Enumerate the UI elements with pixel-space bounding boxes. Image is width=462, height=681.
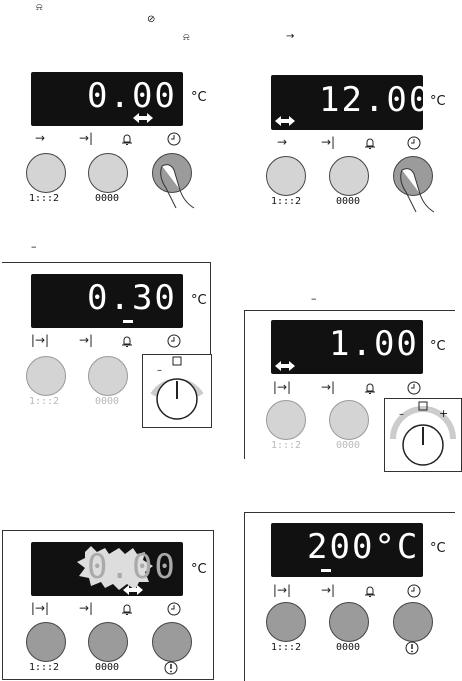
- end-time-icon: →|: [78, 333, 94, 347]
- arrow-icon: →: [286, 31, 295, 42]
- timer-button[interactable]: [88, 153, 128, 193]
- dash-marker: –: [31, 240, 37, 253]
- timer-label: 0000: [335, 642, 361, 653]
- duration-icon: |→|: [30, 333, 50, 347]
- display-value: 12.00: [319, 80, 432, 120]
- blink-arrows-icon: [275, 116, 295, 126]
- end-time-icon: →|: [320, 380, 336, 394]
- end-time-icon: →|: [320, 135, 336, 149]
- unit-celsius: °C: [191, 90, 207, 105]
- timer-label: 0000: [94, 193, 120, 204]
- duration-icon: |→|: [272, 380, 292, 394]
- end-time-icon: →|: [78, 131, 94, 145]
- blink-arrows-icon: [133, 113, 153, 123]
- selector-knob[interactable]: [385, 399, 461, 471]
- unit-celsius: °C: [191, 562, 207, 577]
- timer-button[interactable]: [329, 602, 369, 642]
- clock-button[interactable]: [152, 622, 192, 662]
- display: 0.00: [31, 72, 183, 126]
- display: 0.30: [31, 274, 183, 328]
- bell-icon: [122, 134, 132, 145]
- timer-label: 0000: [335, 440, 361, 451]
- display-value: 1.00: [329, 324, 419, 364]
- mode-button[interactable]: [26, 153, 66, 193]
- bell-icon: [365, 138, 375, 149]
- timer-button[interactable]: [329, 400, 369, 440]
- blink-arrows-icon: [275, 361, 295, 371]
- selector-knob[interactable]: [143, 355, 211, 427]
- cursor-bar: [321, 569, 331, 572]
- cursor-bar: [123, 320, 133, 323]
- mode-label: 1:::2: [28, 662, 60, 673]
- mode-button[interactable]: [266, 156, 306, 196]
- knob-minus: –: [157, 365, 162, 376]
- timer-label: 0000: [94, 662, 120, 673]
- blink-burst-icon: [77, 546, 153, 590]
- mode-button[interactable]: [26, 622, 66, 662]
- display-value: 0.30: [87, 278, 177, 318]
- timer-icon: ⊘: [147, 14, 156, 25]
- clock-icon: [407, 381, 421, 395]
- bell-icon: [365, 383, 375, 394]
- end-time-icon: →|: [78, 601, 94, 615]
- end-time-icon: →|: [320, 583, 336, 597]
- mode-button[interactable]: [266, 602, 306, 642]
- clock-button[interactable]: [393, 602, 433, 642]
- unit-celsius: °C: [430, 94, 446, 109]
- knob-panel: – +: [384, 398, 462, 472]
- display-value: 0.00: [87, 76, 177, 116]
- knob-plus: +: [439, 407, 449, 420]
- clock-icon: [167, 334, 181, 348]
- dash-marker: –: [311, 292, 317, 305]
- timer-button[interactable]: [329, 156, 369, 196]
- knob-minus: –: [399, 409, 404, 420]
- display-value: 200°C: [307, 527, 420, 567]
- mode-button[interactable]: [26, 356, 66, 396]
- bell-icon: [122, 336, 132, 347]
- display-value: 0.00: [87, 547, 177, 587]
- warning-icon: [405, 641, 419, 655]
- mode-button[interactable]: [266, 400, 306, 440]
- timer-button[interactable]: [88, 622, 128, 662]
- finger-icon: [400, 168, 435, 213]
- knob-panel: –: [142, 354, 212, 428]
- bell-icon: ⍾: [36, 2, 43, 13]
- mode-label: 1:::2: [28, 193, 60, 204]
- clock-icon: [167, 602, 181, 616]
- mode-label: 1:::2: [270, 642, 302, 653]
- arrow-icon: →: [34, 131, 46, 145]
- bell-icon: [122, 604, 132, 615]
- warning-icon: [164, 661, 178, 675]
- blink-arrows-icon: [123, 585, 143, 595]
- finger-icon: [160, 164, 195, 209]
- timer-label: 0000: [335, 196, 361, 207]
- mode-label: 1:::2: [270, 196, 302, 207]
- display: 1.00: [271, 320, 423, 374]
- bell-icon: ⍾: [183, 32, 190, 43]
- display: 0.00: [31, 542, 183, 596]
- clock-icon: [407, 584, 421, 598]
- display: 200°C: [271, 523, 423, 577]
- arrow-icon: →: [276, 135, 288, 149]
- timer-button[interactable]: [88, 356, 128, 396]
- timer-label: 0000: [94, 396, 120, 407]
- unit-celsius: °C: [191, 293, 207, 308]
- unit-celsius: °C: [430, 541, 446, 556]
- mode-label: 1:::2: [270, 440, 302, 451]
- clock-icon: [167, 132, 181, 146]
- duration-icon: |→|: [30, 601, 50, 615]
- bell-icon: [365, 586, 375, 597]
- mode-label: 1:::2: [28, 396, 60, 407]
- clock-icon: [407, 136, 421, 150]
- display: 12.00: [271, 75, 429, 130]
- duration-icon: |→|: [272, 583, 292, 597]
- unit-celsius: °C: [430, 339, 446, 354]
